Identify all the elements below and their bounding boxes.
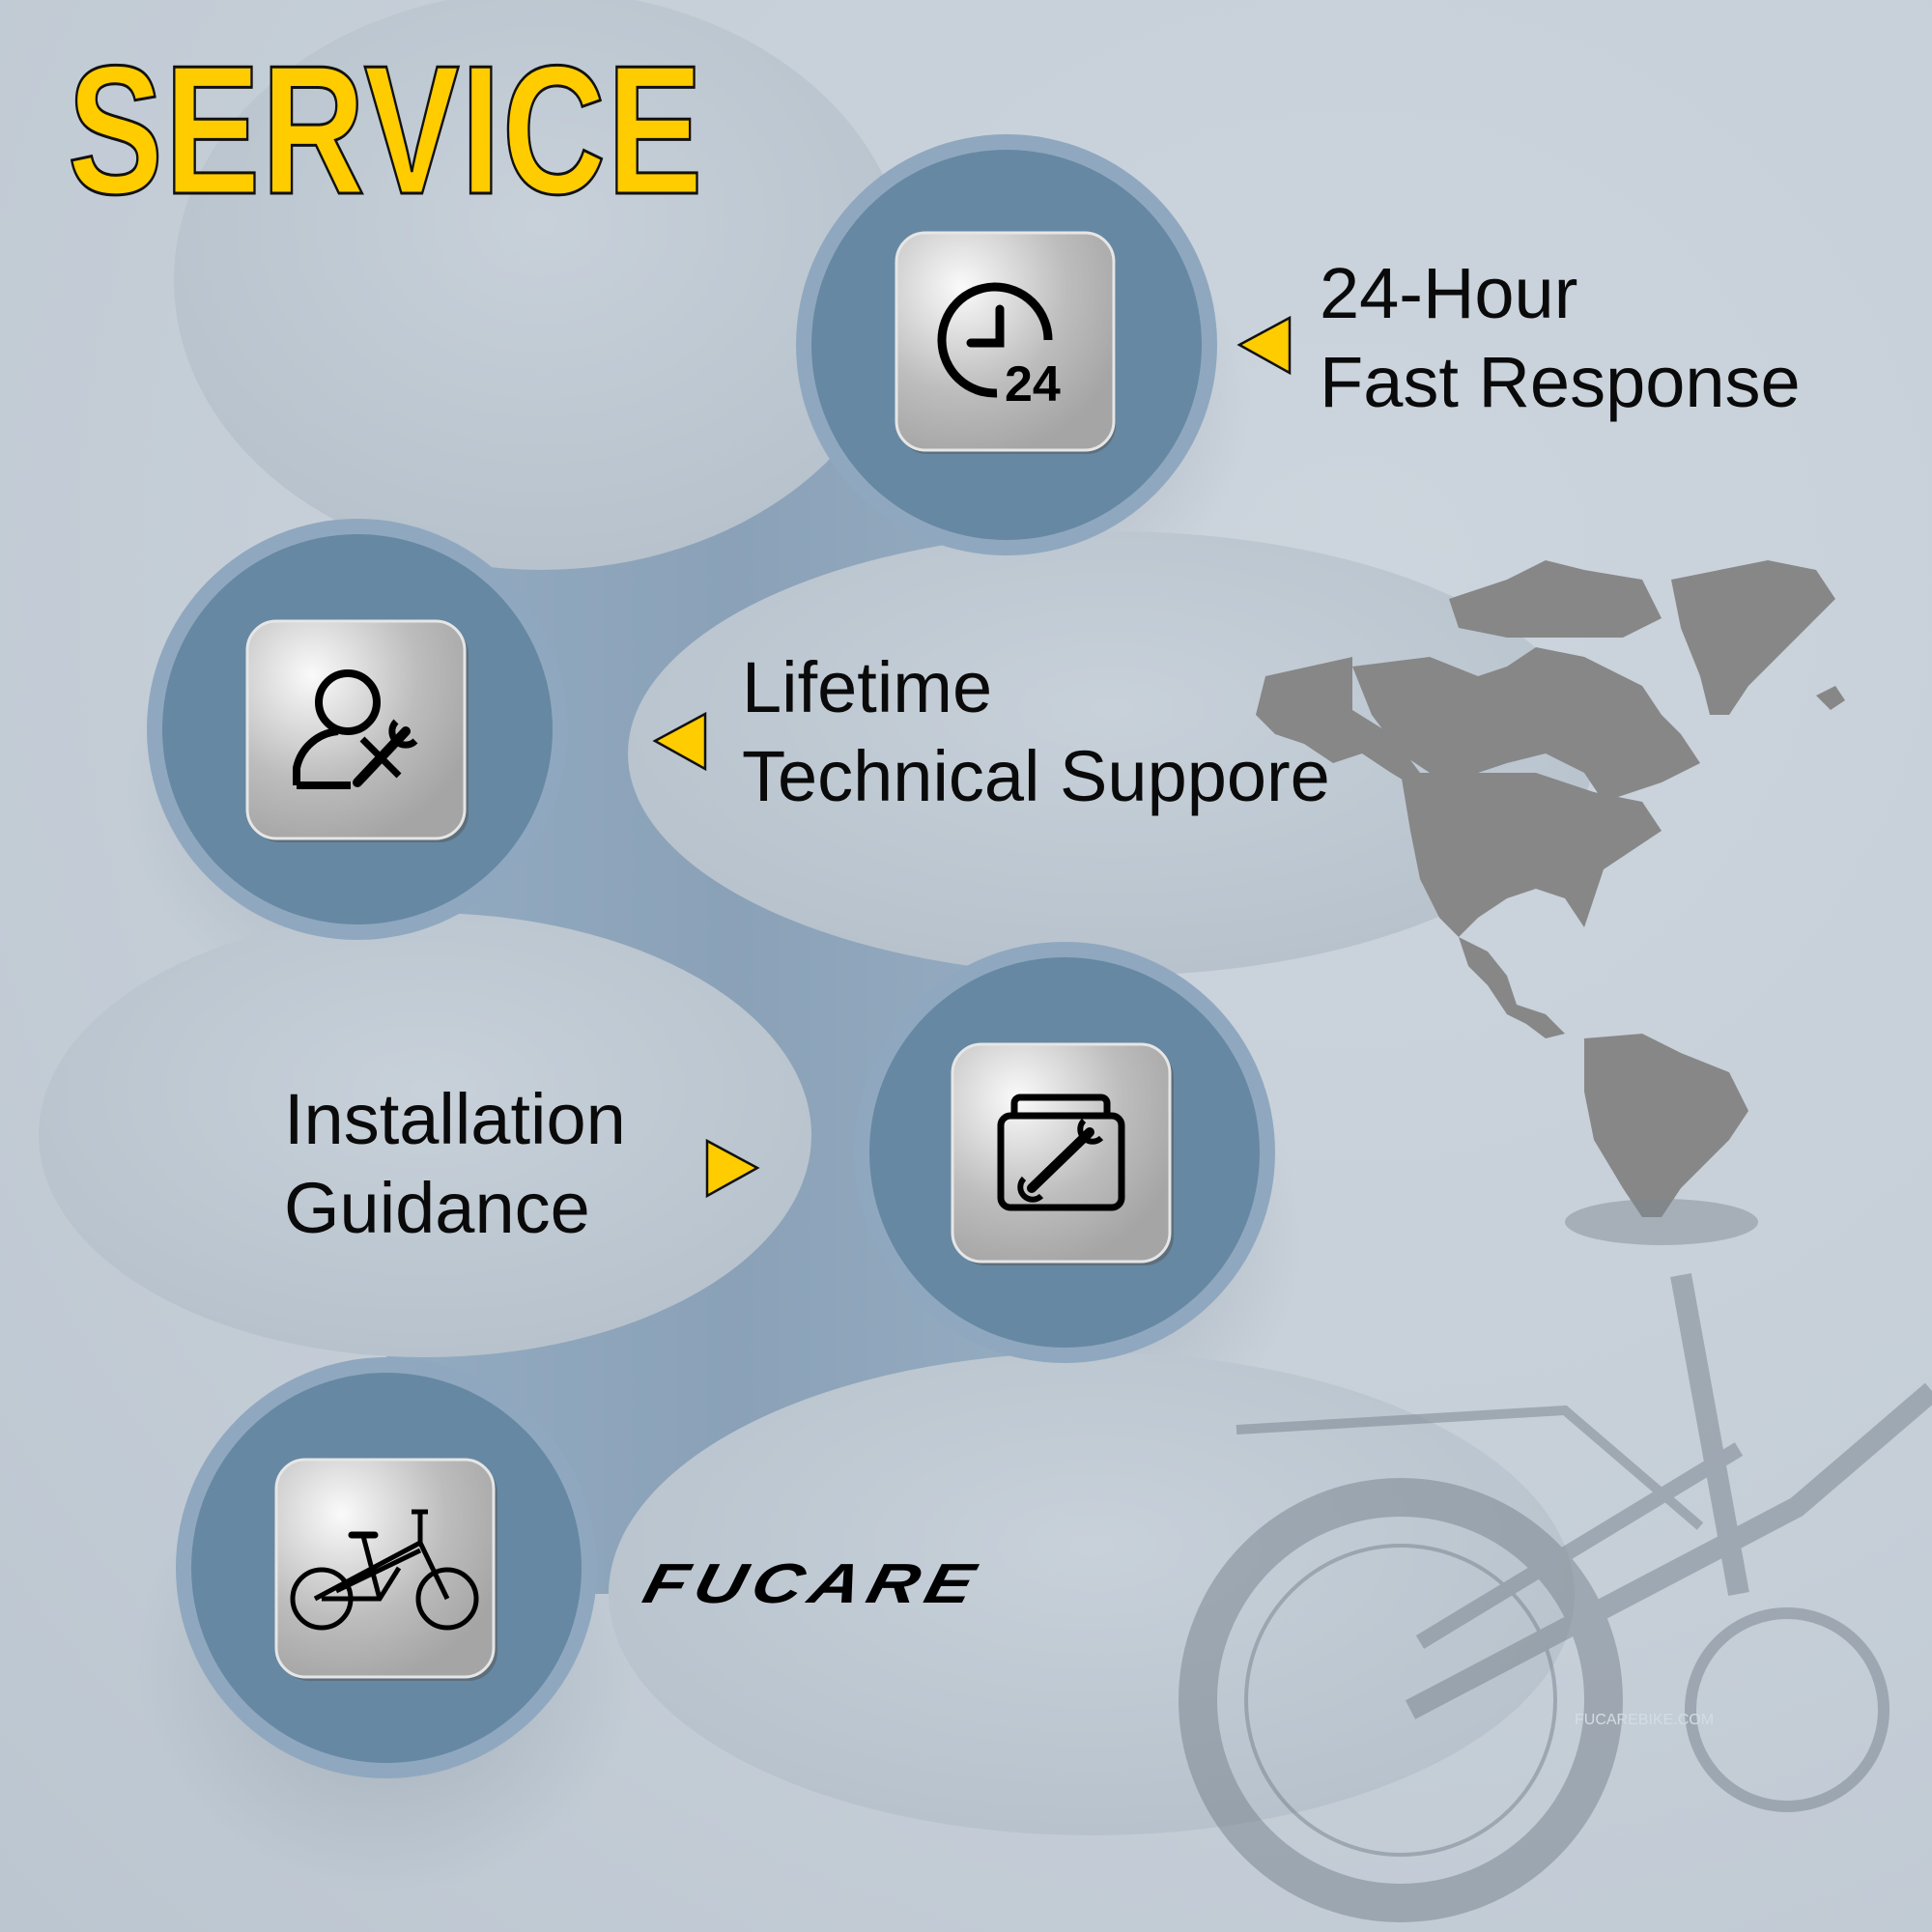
label-line-2: Technical Suppore: [742, 736, 1330, 816]
arrow-left-icon: [1236, 315, 1292, 376]
label-line-2: Guidance: [284, 1168, 590, 1248]
bicycle-icon: [290, 1509, 479, 1631]
service-circle: [796, 134, 1217, 555]
label-line-2: Fast Response: [1320, 342, 1801, 422]
service-bicycle: [172, 1357, 597, 1782]
label-24-hour: 24-Hour Fast Response: [1320, 249, 1801, 427]
label-line-1: 24-Hour: [1320, 253, 1578, 333]
arrow-left-icon: [652, 711, 707, 772]
service-installation: [850, 942, 1275, 1367]
label-line-1: Lifetime: [742, 647, 993, 727]
toolbox-wrench-icon: [997, 1094, 1125, 1211]
label-line-1: Installation: [284, 1079, 626, 1159]
clock-24-icon: 24: [937, 282, 1061, 412]
service-technical-support: [145, 517, 570, 942]
service-24-hour: 24: [792, 130, 1217, 555]
label-technical-support: Lifetime Technical Suppore: [742, 643, 1330, 821]
arrow-right-icon: [705, 1138, 760, 1199]
bike-frame-text: FUCAREBIKE.COM: [1575, 1712, 1714, 1728]
person-wrench-icon: [293, 669, 418, 789]
svg-text:24: 24: [1005, 356, 1061, 412]
label-installation: Installation Guidance: [284, 1075, 626, 1253]
brand-logo: FUCARE: [637, 1552, 988, 1615]
page-title: SERVICE: [67, 28, 704, 233]
